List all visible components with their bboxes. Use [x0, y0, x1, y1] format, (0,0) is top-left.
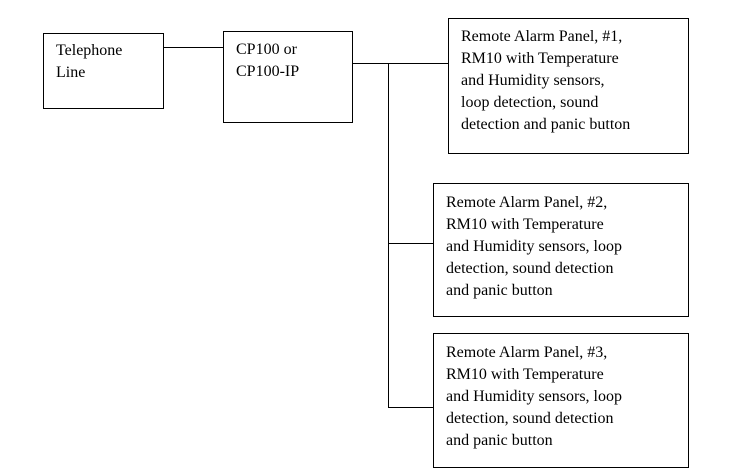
connector-trunk-to-panel-2: [388, 243, 433, 244]
remote-alarm-panel-2-box: Remote Alarm Panel, #2, RM10 with Temper…: [433, 183, 689, 317]
controller-box: CP100 or CP100-IP: [223, 31, 353, 123]
telephone-line-box: Telephone Line: [43, 33, 164, 109]
connector-trunk-to-panel-3: [388, 407, 433, 408]
connector-trunk: [388, 63, 389, 408]
remote-alarm-panel-3-box: Remote Alarm Panel, #3, RM10 with Temper…: [433, 333, 689, 468]
remote-alarm-panel-1-box: Remote Alarm Panel, #1, RM10 with Temper…: [448, 18, 689, 154]
connector-controller-to-panel-1: [353, 63, 448, 64]
connector-telephone-to-controller: [164, 47, 223, 48]
